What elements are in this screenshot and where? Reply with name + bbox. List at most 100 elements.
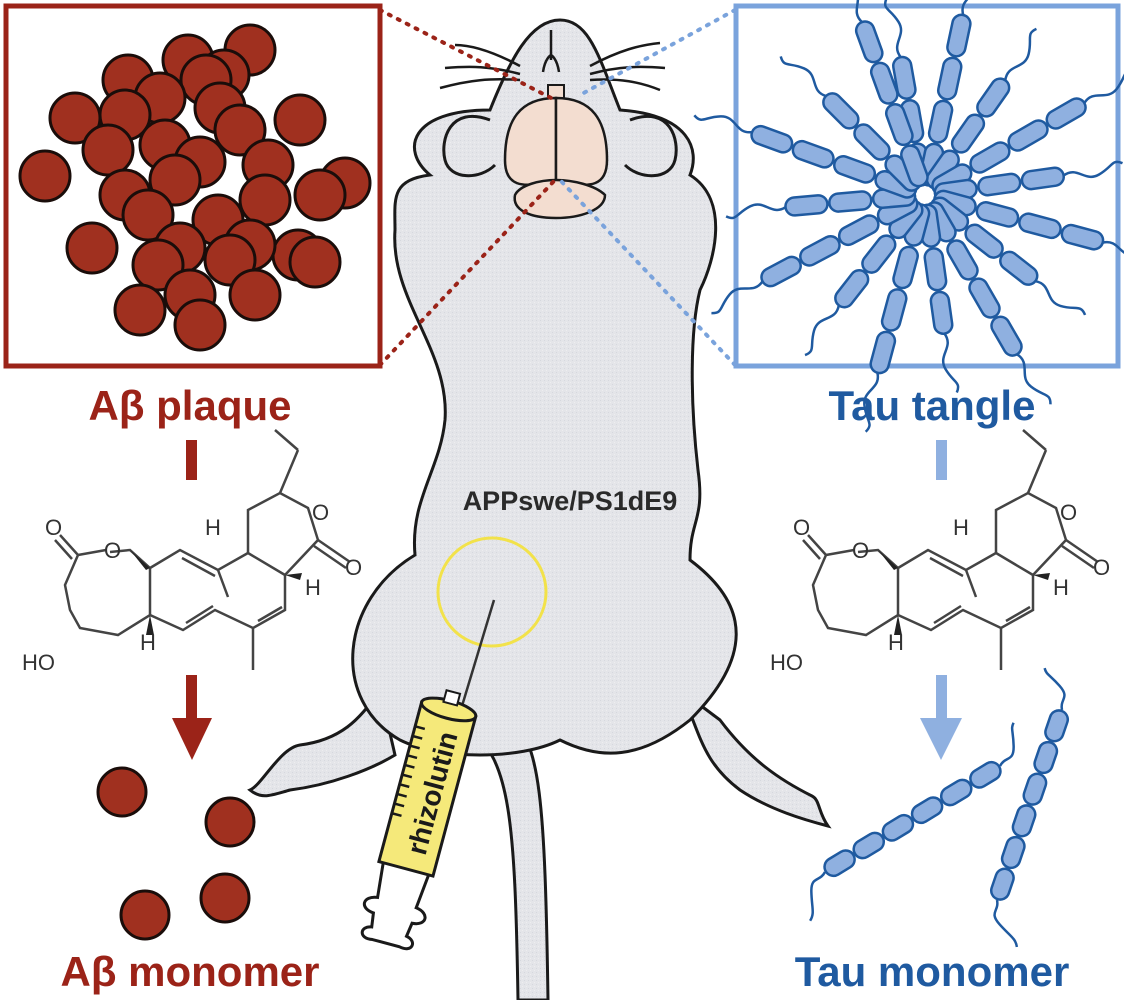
tau-tail <box>779 56 827 98</box>
tau-fibril-arm <box>693 114 918 199</box>
amyloid-sphere <box>121 188 175 242</box>
tau-monomer-label: Tau monomer <box>794 948 1070 995</box>
tau-segment <box>892 55 917 100</box>
mouse-left-ear <box>442 114 497 178</box>
amyloid-sphere <box>113 283 167 337</box>
svg-text:O: O <box>312 500 329 525</box>
tau-segment <box>927 99 954 144</box>
svg-text:O: O <box>104 538 121 563</box>
mouse-right-hind-leg <box>678 688 832 829</box>
tau-fibril-arm <box>711 193 919 315</box>
tau-segment <box>853 123 891 161</box>
tau-inhibit-bar <box>936 440 947 480</box>
amyloid-monomer-label: Aβ monomer <box>60 948 320 995</box>
amyloid-sphere <box>288 235 342 289</box>
tau-fibril-arm <box>933 160 1123 203</box>
tau-tangle-fibrils-icon <box>693 0 1124 433</box>
tau-tail <box>993 899 1019 948</box>
tau-segment <box>791 139 835 169</box>
tau-tail <box>836 0 863 24</box>
amyloid-monomer-spheres-icon <box>96 766 256 941</box>
svg-text:O: O <box>1093 555 1110 580</box>
tau-tail <box>942 332 960 393</box>
mouse-right-ear <box>623 114 678 178</box>
mouse-whiskers <box>439 41 666 92</box>
amyloid-monomer-sphere <box>96 766 148 818</box>
tau-segment <box>1007 119 1049 152</box>
tau-tail <box>804 304 841 357</box>
amyloid-sphere <box>238 173 292 227</box>
tau-segment <box>989 867 1015 901</box>
tau-fibril-arm <box>836 0 929 188</box>
tau-segment <box>837 214 880 247</box>
svg-text:HO: HO <box>770 650 803 675</box>
amyloid-inhibit-bar-lower <box>186 675 197 697</box>
tau-segment <box>880 288 908 332</box>
amyloid-sphere <box>228 268 282 322</box>
tau-fibril-arm <box>925 27 1038 190</box>
tau-tail <box>998 722 1015 767</box>
svg-text:H: H <box>1053 575 1069 600</box>
svg-text:O: O <box>793 515 810 540</box>
amyloid-sphere <box>148 153 202 207</box>
tau-down-arrow-icon <box>920 676 962 760</box>
syringe-needle <box>460 599 496 707</box>
tau-tail <box>1083 68 1124 104</box>
rhizolutin-structure-right <box>801 428 1100 672</box>
svg-text:H: H <box>205 515 221 540</box>
amyloid-plaque-panel <box>3 3 383 369</box>
tau-segment <box>946 239 979 281</box>
tau-segment <box>784 194 829 217</box>
tau-segment <box>881 813 915 842</box>
mouse-top-view-icon <box>247 18 832 1000</box>
svg-text:H: H <box>305 575 321 600</box>
injection-site-marker <box>436 536 548 648</box>
tau-segment <box>939 778 973 807</box>
tau-segment <box>1044 709 1070 743</box>
tau-segment <box>990 315 1023 357</box>
structure-atoms-right: O O O O HO H H H <box>770 500 1110 675</box>
tau-fibril-arm <box>863 203 931 433</box>
tau-tail <box>809 871 827 922</box>
amyloid-inhibit-bar <box>186 440 197 480</box>
tau-segment <box>1011 804 1037 838</box>
amyloid-monomer-sphere <box>119 889 171 941</box>
tau-segment <box>861 234 897 274</box>
tau-segment <box>936 56 963 101</box>
tau-segment <box>1018 212 1062 240</box>
tau-segment <box>854 20 884 64</box>
mouse-body <box>351 18 738 757</box>
tau-segment <box>923 247 948 292</box>
svg-text:O: O <box>1060 500 1077 525</box>
tau-segment <box>828 190 873 213</box>
tau-tail <box>725 203 787 220</box>
amyloid-sphere <box>173 298 227 352</box>
amyloid-sphere <box>293 168 347 222</box>
tau-tail <box>1062 160 1123 178</box>
amyloid-sphere <box>65 221 119 275</box>
mouse-tail <box>466 718 550 1000</box>
tau-tail <box>884 0 903 58</box>
amyloid-monomer-sphere <box>204 796 256 848</box>
amyloid-sphere <box>273 93 327 147</box>
mouse-brain-icon <box>503 84 609 220</box>
tau-segment <box>892 245 919 290</box>
tau-segment <box>969 141 1011 174</box>
tau-segment <box>975 201 1020 228</box>
tau-segment <box>964 223 1004 259</box>
tau-segment <box>1000 835 1026 870</box>
tau-segment <box>968 277 1001 319</box>
amyloid-down-arrow-icon <box>172 697 212 760</box>
amyloid-monomer-sphere <box>199 872 251 924</box>
mouse-left-hind-leg <box>247 686 397 798</box>
amyloid-sphere <box>81 123 135 177</box>
zoom-connector-lines <box>378 8 737 367</box>
svg-text:HO: HO <box>22 650 55 675</box>
tau-segment <box>869 61 899 105</box>
tau-segment <box>1060 223 1105 251</box>
tau-segment <box>799 234 841 267</box>
tau-segment <box>852 831 886 860</box>
amyloid-plaque-label: Aβ plaque <box>88 382 292 429</box>
tau-tail <box>1043 667 1066 711</box>
